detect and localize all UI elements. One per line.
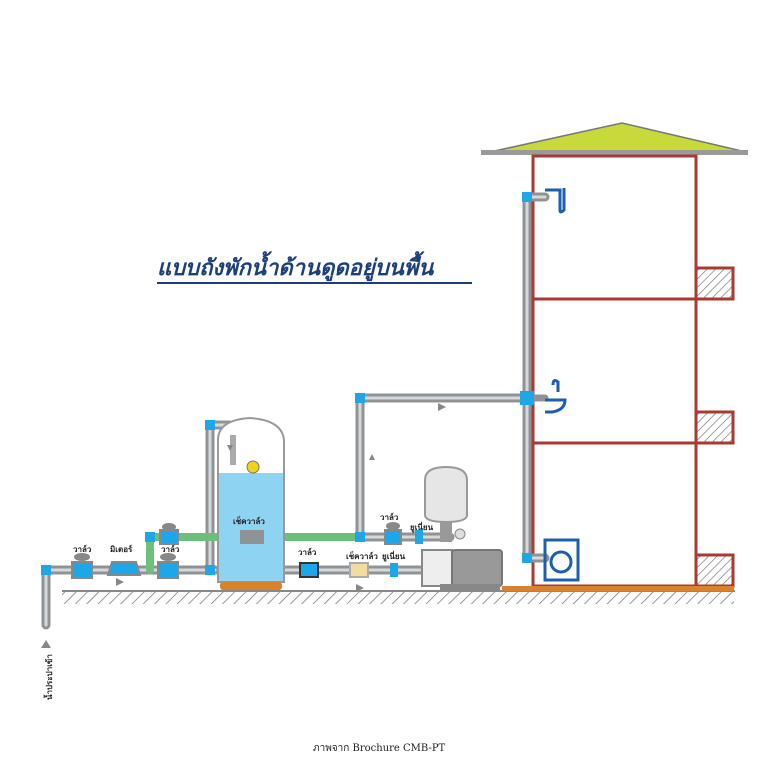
pump-base — [440, 584, 500, 590]
elbow-inlet — [41, 565, 51, 575]
water-meter — [106, 561, 142, 576]
float-pipe — [230, 435, 236, 465]
elbow-tank-bottom — [205, 565, 215, 575]
label-meter: มิเตอร์ — [110, 544, 133, 554]
beam-3 — [694, 266, 735, 301]
washing-machine-door — [549, 550, 573, 574]
pressure-tank-neck — [440, 522, 452, 542]
float-ball — [246, 460, 260, 474]
valve-2 — [157, 561, 179, 579]
valve-3 — [299, 562, 319, 578]
fixtures — [543, 188, 580, 582]
washing-machine-icon — [543, 538, 580, 582]
arrow-discharge — [438, 403, 446, 411]
label-valve-1: วาล์ว — [73, 544, 92, 554]
valve-bypass-handle — [162, 523, 176, 531]
union-2 — [415, 530, 423, 544]
valve-4 — [384, 529, 402, 545]
valves — [71, 522, 423, 579]
tank-base — [220, 582, 282, 590]
roof — [489, 122, 747, 153]
pump-set — [421, 465, 503, 590]
check-valve — [349, 562, 369, 578]
arrow-tank — [227, 445, 233, 451]
discharge-pipe-inner — [358, 396, 529, 539]
elbow-bypass — [145, 532, 155, 542]
union-1 — [390, 563, 398, 577]
faucet-icon — [545, 188, 566, 214]
diagram-title: แบบถังพักน้ำด้านดูดอยู่บนพื้น — [157, 251, 472, 284]
check-valve-bypass — [240, 530, 264, 544]
elbow-tank-top — [205, 420, 215, 430]
valve-4-handle — [386, 522, 400, 530]
title-text: แบบถังพักน้ำด้านดูดอยู่บนพื้น — [157, 251, 434, 282]
beam-2 — [694, 410, 735, 445]
pressure-gauge — [454, 528, 466, 540]
sink-icon — [545, 398, 567, 414]
label-valve-4: วาล์ว — [380, 512, 399, 522]
tee-discharge — [355, 532, 365, 542]
label-union-1: ยูเนี่ยน — [382, 550, 406, 562]
valve-1 — [71, 561, 93, 579]
label-valve-2: วาล์ว — [161, 544, 180, 554]
ground-hatch — [62, 592, 734, 604]
flow-arrows — [41, 403, 446, 648]
valve-2-handle — [160, 553, 176, 561]
fittings — [41, 192, 534, 575]
tank-water — [219, 473, 283, 581]
house-wall — [531, 154, 698, 588]
roof-eave — [481, 150, 748, 155]
caption: ภาพจาก Brochure CMB-PT — [313, 743, 446, 754]
house — [481, 122, 748, 591]
label-union-2: ยูเนี่ยน — [410, 521, 434, 533]
building-riser — [522, 192, 550, 563]
arrow-meter — [116, 578, 124, 586]
sink-tap-icon — [551, 379, 560, 392]
house-foundation — [502, 586, 734, 591]
arrow-up — [369, 454, 375, 460]
elbow-top — [522, 192, 532, 202]
ground — [62, 590, 735, 604]
pressure-tank — [424, 465, 468, 524]
pump-motor — [451, 549, 503, 587]
arrow-inlet — [41, 640, 51, 648]
label-valve-3: วาล์ว — [298, 547, 317, 557]
label-check-valve: เช็ควาล์ว — [346, 550, 378, 561]
elbow-discharge — [355, 393, 365, 403]
pump-head — [421, 549, 453, 587]
elbow-bottom — [522, 553, 532, 563]
label-float-valve: เช็ควาล์ว — [233, 515, 265, 526]
tee-sink — [520, 391, 534, 405]
building-riser-inner — [525, 195, 547, 560]
storage-tank — [217, 416, 285, 590]
valve-bypass — [159, 529, 179, 545]
valve-1-handle — [74, 553, 90, 561]
arrow-suction — [356, 584, 364, 592]
label-inlet: น้ำประปาเข้า — [43, 654, 54, 700]
beam-1 — [694, 553, 735, 588]
